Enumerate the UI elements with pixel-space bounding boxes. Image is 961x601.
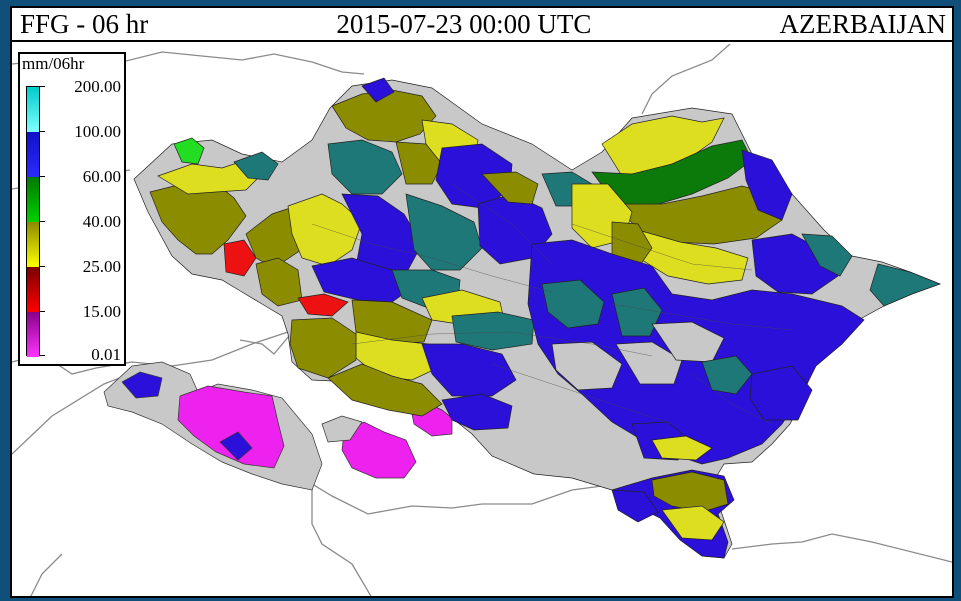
nakhchivan-exclave: [103, 361, 323, 491]
datetime-label: 2015-07-23 00:00 UTC: [336, 8, 592, 39]
legend-seg-200: [27, 87, 39, 132]
map-frame: FFG - 06 hr 2015-07-23 00:00 UTC AZERBAI…: [10, 6, 954, 598]
legend-seg-40: [27, 222, 39, 267]
legend-seg-60: [27, 177, 39, 222]
district-lines: [311, 183, 793, 425]
legend-label-15: 15.00: [82, 302, 121, 321]
legend-label-100: 100.00: [74, 122, 121, 141]
map-header: FFG - 06 hr 2015-07-23 00:00 UTC AZERBAI…: [12, 8, 952, 42]
legend-seg-25: [27, 267, 39, 312]
legend-seg-100: [27, 132, 39, 177]
ffg-map: [12, 44, 952, 596]
legend-label-60: 60.00: [82, 167, 121, 186]
legend-label-40: 40.00: [82, 212, 121, 231]
region-label: AZERBAIJAN: [779, 8, 947, 39]
legend-label-200: 200.00: [74, 77, 121, 96]
color-legend: mm/06hr 200.00 100.00 60.00 40.00 25.00 …: [18, 52, 126, 366]
legend-label-001: 0.01: [91, 345, 121, 364]
product-label: FFG - 06 hr: [20, 8, 149, 39]
legend-seg-15: [27, 312, 39, 357]
main-territory: [133, 77, 941, 559]
legend-colorbar: [26, 86, 40, 357]
legend-label-25: 25.00: [82, 257, 121, 276]
legend-unit: mm/06hr: [22, 54, 85, 73]
